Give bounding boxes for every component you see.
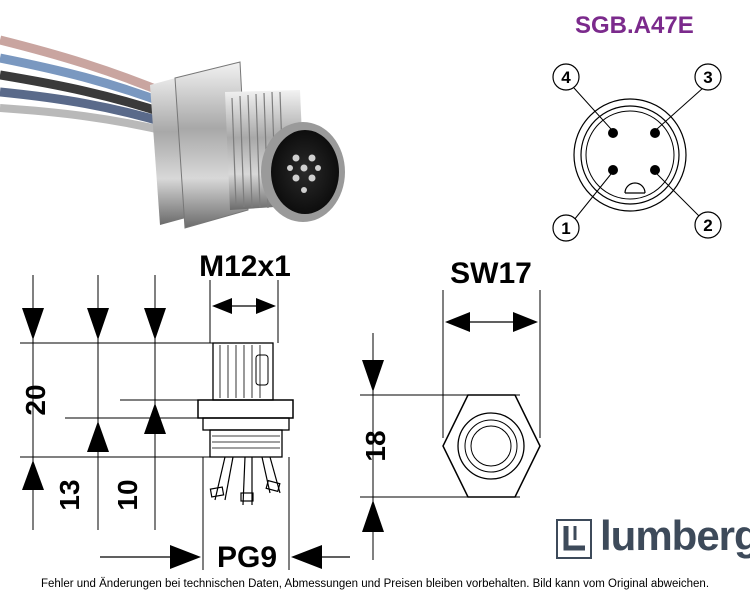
side-view-drawing [20, 275, 350, 570]
dimension-thread-label: M12x1 [199, 250, 291, 283]
footer-note: Fehler und Änderungen bei technischen Da… [40, 578, 710, 590]
lumberg-logo-icon [556, 519, 592, 559]
connector-photo [0, 35, 345, 229]
pin-label-1: 1 [561, 219, 570, 238]
dimension-height-mid-label: 10 [112, 479, 143, 510]
dimension-wrench-label: SW17 [450, 257, 532, 290]
product-code: SGB.A47E [575, 12, 694, 39]
pin-layout-diagram: 4 3 1 2 [552, 63, 722, 242]
dimension-height-total-label: 20 [20, 384, 51, 415]
hex-nut-drawing [360, 290, 541, 560]
pin-label-4: 4 [561, 68, 571, 87]
brand-name: lumberg [600, 512, 750, 559]
dimension-hex-height-label: 18 [360, 430, 391, 461]
pin-label-3: 3 [703, 68, 712, 87]
dimension-gland-label: PG9 [217, 541, 277, 574]
dimension-height-lower-label: 13 [54, 479, 85, 510]
pin-label-2: 2 [703, 216, 712, 235]
